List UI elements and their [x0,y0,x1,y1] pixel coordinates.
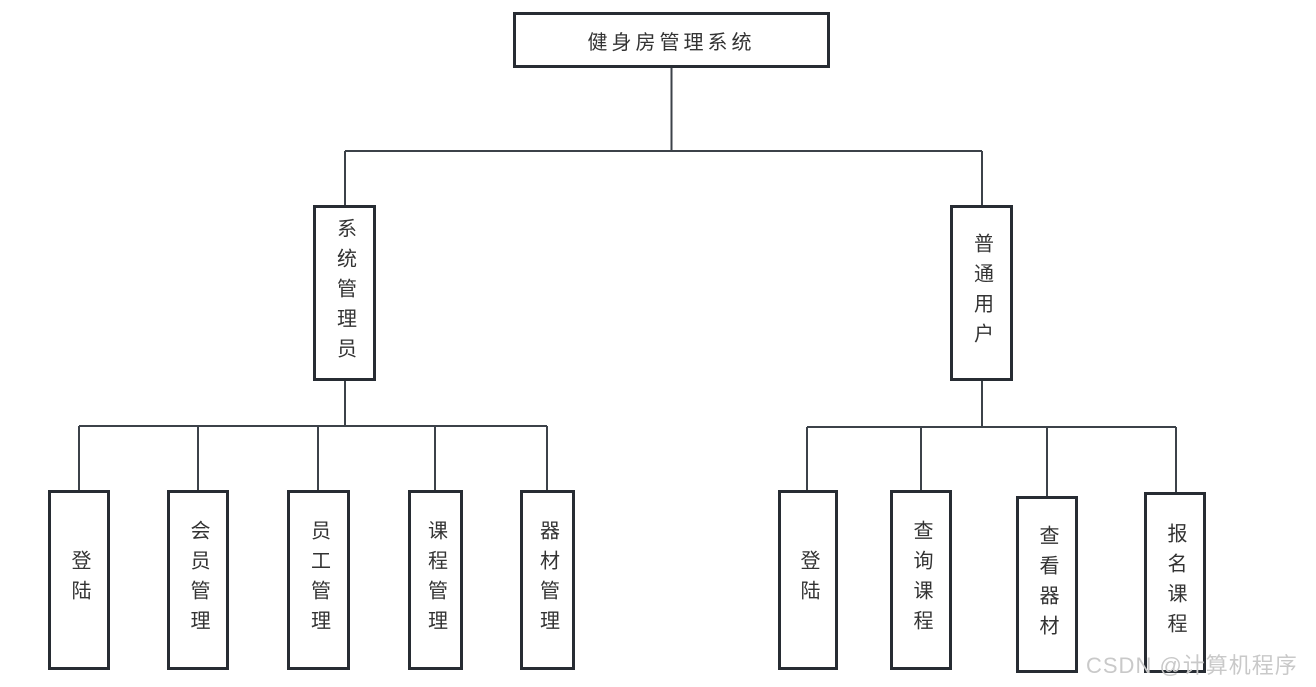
node-user-login: 登陆 [778,490,838,670]
node-staff-management: 员工管理 [287,490,350,670]
node-user-login-label: 登陆 [797,550,819,610]
node-register-course: 报名课程 [1144,492,1206,673]
node-branch-admin: 系统管理员 [313,205,376,381]
node-branch-user-label: 普通用户 [970,233,993,353]
node-query-courses: 查询课程 [890,490,952,670]
node-course-management-label: 课程管理 [424,520,447,640]
node-branch-user: 普通用户 [950,205,1013,381]
node-member-management: 会员管理 [167,490,229,670]
node-member-management-label: 会员管理 [187,520,209,640]
node-view-equipment: 查看器材 [1016,496,1078,673]
node-root: 健身房管理系统 [513,12,830,68]
node-branch-admin-label: 系统管理员 [333,218,356,368]
node-course-management: 课程管理 [408,490,463,670]
node-equipment-management-label: 器材管理 [536,520,559,640]
node-admin-login: 登陆 [48,490,110,670]
node-equipment-management: 器材管理 [520,490,575,670]
node-root-label: 健身房管理系统 [587,31,756,54]
node-staff-management-label: 员工管理 [307,520,330,640]
node-query-courses-label: 查询课程 [910,520,932,640]
node-admin-login-label: 登陆 [68,550,90,610]
node-view-equipment-label: 查看器材 [1036,524,1058,645]
csdn-watermark: CSDN @计算机程序 [1086,653,1298,678]
node-register-course-label: 报名课程 [1164,522,1186,643]
